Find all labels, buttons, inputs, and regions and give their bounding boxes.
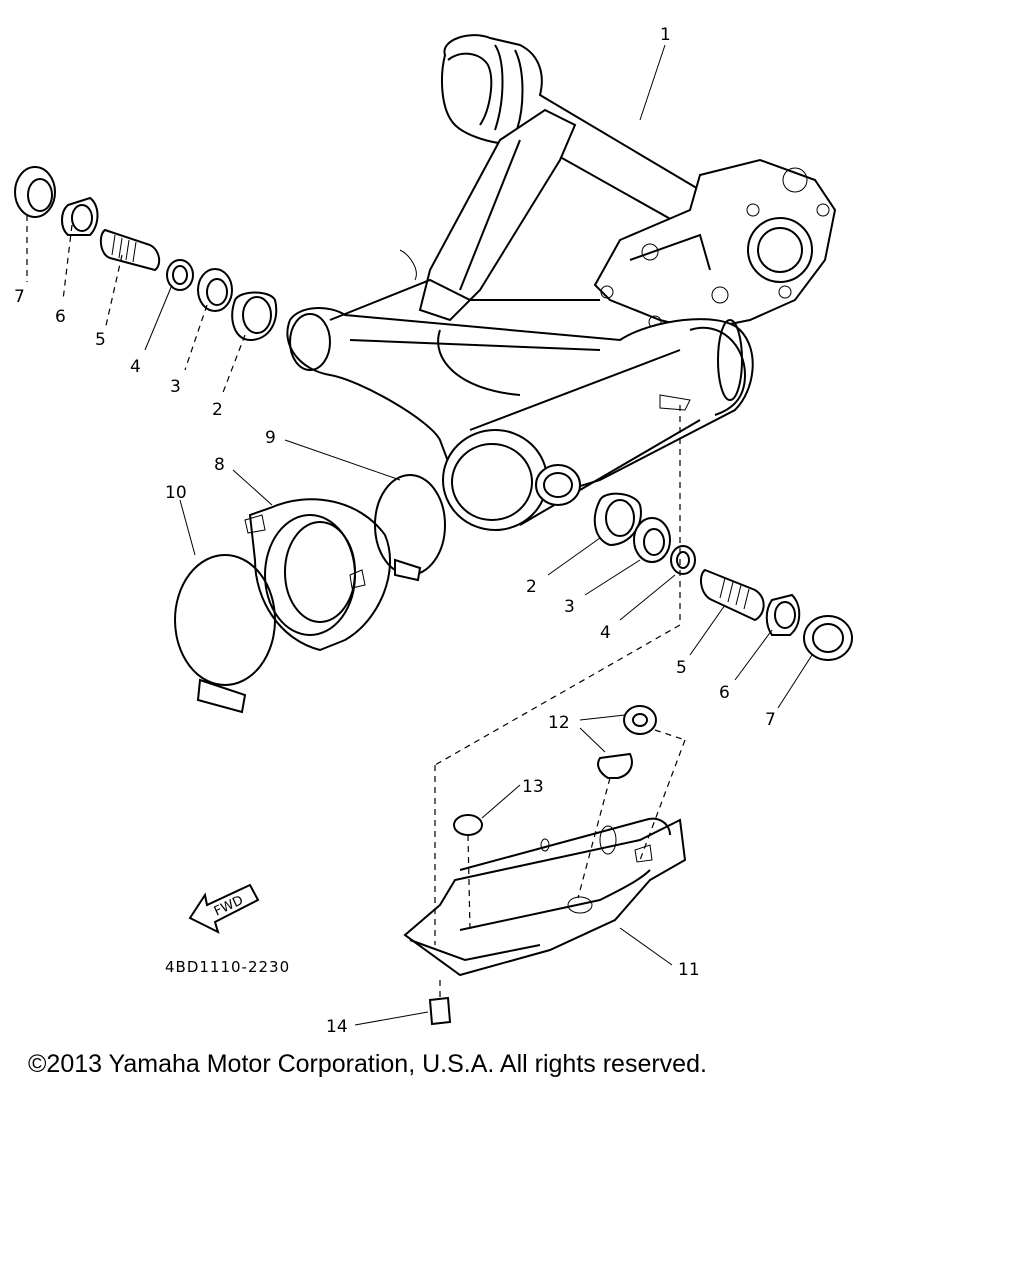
callout-2-left: 2 [212,400,223,420]
boot-and-clamps [174,474,446,714]
callout-12: 12 [548,713,570,733]
callout-7-left: 7 [14,287,25,307]
leader-lines [26,44,813,1026]
callout-6-left: 6 [55,307,66,327]
callout-2-right: 2 [526,577,537,597]
collar-4-right [670,545,696,575]
grommet-12a [623,705,657,735]
callout-4-right: 4 [600,623,611,643]
drawing-code: 4BD1110-2230 [165,958,290,976]
bearing-2-left [231,291,278,342]
boot-8 [248,498,391,652]
cap-7-right [803,615,853,661]
guard-assembly [403,705,687,1026]
callout-4-left: 4 [130,357,141,377]
callout-3-left: 3 [170,377,181,397]
left-bearing-stack [14,166,278,342]
callout-10: 10 [165,483,187,503]
callout-1: 1 [660,25,671,45]
swingarm-part-1 [286,34,837,531]
shaft-5-left [99,228,161,272]
callout-6-right: 6 [719,683,730,703]
copyright-notice: ©2013 Yamaha Motor Corporation, U.S.A. A… [28,1050,707,1078]
callout-3-right: 3 [564,597,575,617]
callout-labels: 1 7 6 5 4 3 2 9 8 10 2 3 4 5 6 7 12 13 1… [14,25,776,1037]
bolt-14 [428,996,452,1026]
callout-8: 8 [214,455,225,475]
grommet-12b [597,752,633,779]
swingarm-exploded-diagram: FWD 1 7 6 5 4 3 2 9 8 10 2 3 4 5 6 7 12 … [14,25,853,1037]
callout-5-left: 5 [95,330,106,350]
callout-7-right: 7 [765,710,776,730]
callout-11: 11 [678,960,700,980]
plug-13 [453,814,483,836]
fwd-arrow-icon: FWD [188,883,260,934]
callout-5-right: 5 [676,658,687,678]
callout-13: 13 [522,777,544,797]
callout-9: 9 [265,428,276,448]
clamp-9 [374,474,446,576]
collar-4-left [166,259,194,291]
shaft-5-right [699,568,765,622]
right-bearing-stack [593,492,853,661]
clamp-10 [174,554,276,686]
guard-11 [403,818,687,977]
callout-14: 14 [326,1017,348,1037]
